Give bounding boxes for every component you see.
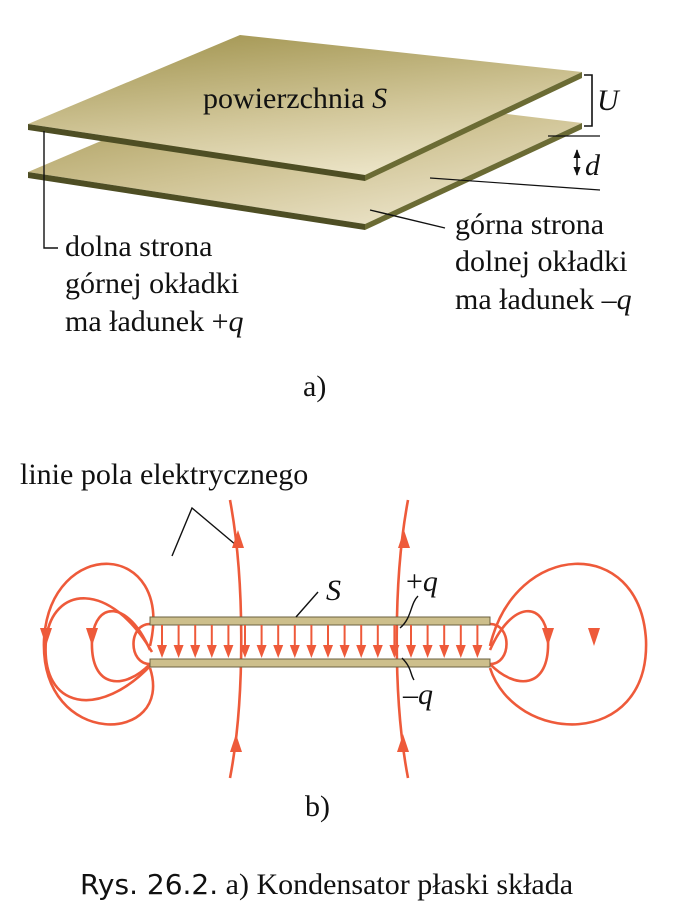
field-line xyxy=(489,622,508,666)
field-line xyxy=(42,562,155,726)
gap-symbol: d xyxy=(585,149,601,182)
field-line xyxy=(90,609,152,683)
gap-field-arrowhead xyxy=(455,645,466,658)
minus-charge-leader xyxy=(401,657,415,681)
field-line-arrow xyxy=(542,628,554,646)
field-lines-label: linie pola elektrycznego xyxy=(20,458,308,491)
plus-charge-leader xyxy=(399,595,419,629)
top-plate xyxy=(28,35,582,181)
field-line-arrow xyxy=(86,628,98,646)
gap-field-arrowhead xyxy=(206,645,217,658)
figure-caption: Rys. 26.2. a) Kondensator płaski składa xyxy=(80,868,573,901)
lower-plate-section xyxy=(149,658,491,668)
field-line xyxy=(488,562,648,726)
gap-field-arrowhead xyxy=(190,645,201,658)
gap-field-arrows xyxy=(157,625,483,658)
bottom-plate-note: górna strona dolnej okładki ma ładunek –… xyxy=(455,208,635,316)
top-plate-note-leader xyxy=(43,131,58,249)
field-line-arrow xyxy=(588,628,600,646)
plus-charge-label: +q xyxy=(406,565,438,598)
surface-leader xyxy=(295,591,319,618)
field-line xyxy=(132,622,151,666)
minus-charge-label: –q xyxy=(402,678,433,711)
field-line-arrow xyxy=(40,628,52,646)
gap-field-arrowhead xyxy=(356,645,367,658)
gap-field-arrowhead xyxy=(472,645,483,658)
gap-field-arrowhead xyxy=(306,645,317,658)
surface-label: powierzchnia S xyxy=(203,82,387,115)
panel-a: powierzchnia S U d dolna strona górnej o… xyxy=(28,35,635,403)
gap-field-arrowhead xyxy=(223,645,234,658)
field-line-arrow xyxy=(398,530,410,548)
gap-guide-line xyxy=(429,177,601,191)
bottom-plate-note-leader xyxy=(369,209,446,229)
gap-field-arrowhead xyxy=(439,645,450,658)
field-line xyxy=(44,597,154,702)
panel-a-label: a) xyxy=(303,370,326,403)
gap-field-arrowhead xyxy=(422,645,433,658)
upper-plate-section xyxy=(149,616,491,626)
voltage-symbol: U xyxy=(597,84,621,117)
gap-field-arrowhead xyxy=(273,645,284,658)
gap-field-arrowhead xyxy=(389,645,400,658)
panel-b: linie pola elektrycznego xyxy=(20,458,648,823)
surface-symbol-b: S xyxy=(326,574,341,607)
field-line-arrow xyxy=(230,734,242,752)
gap-field-arrowhead xyxy=(289,645,300,658)
gap-field-arrowhead xyxy=(406,645,416,658)
gap-field-arrowhead xyxy=(323,645,333,658)
gap-field-arrowhead xyxy=(240,645,250,658)
gap-field-arrowhead xyxy=(339,645,350,658)
gap-field-arrowhead xyxy=(372,645,383,658)
field-line-arrow xyxy=(397,734,409,752)
gap-field-arrowhead xyxy=(173,645,184,658)
gap-field-arrowhead xyxy=(256,645,267,658)
voltage-bracket xyxy=(584,74,593,127)
top-plate-note: dolna strona górnej okładki ma ładunek +… xyxy=(65,230,247,338)
field-lines-leader xyxy=(171,506,237,557)
panel-b-label: b) xyxy=(305,790,330,823)
field-line-arrow xyxy=(232,530,244,548)
gap-field-arrowhead xyxy=(157,645,167,658)
